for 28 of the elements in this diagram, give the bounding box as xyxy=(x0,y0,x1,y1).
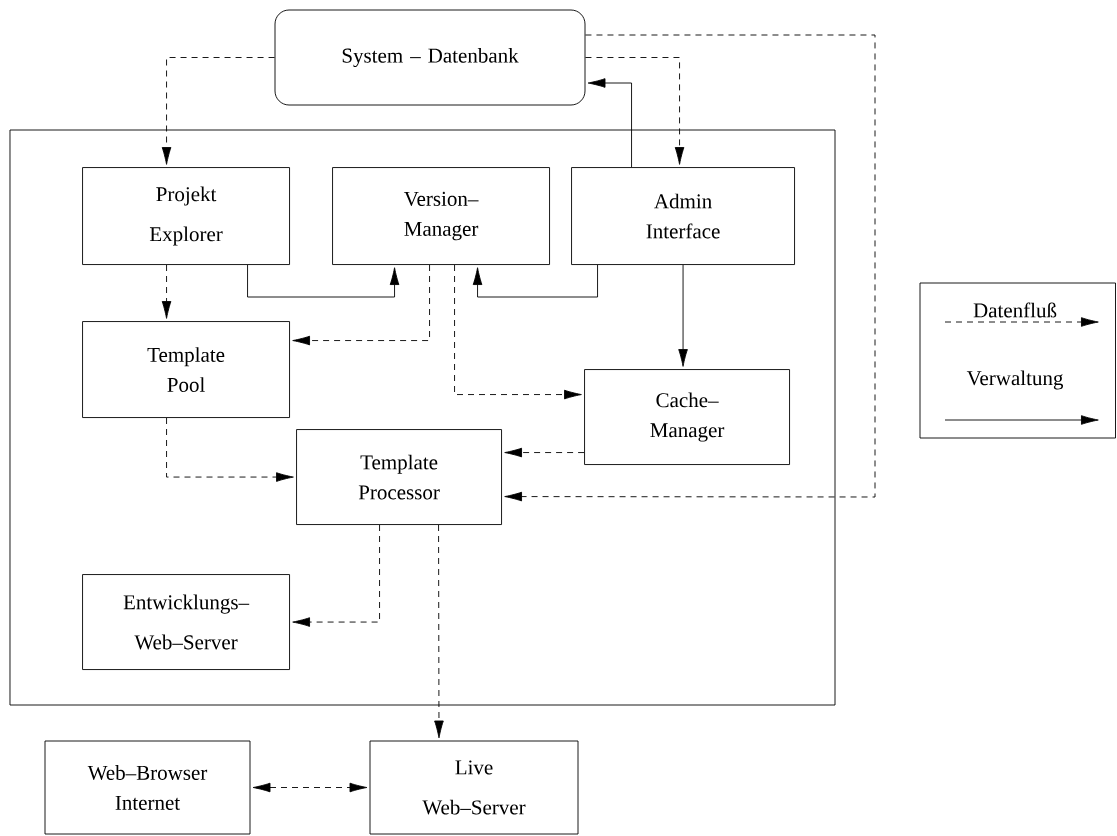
double-arrow xyxy=(252,782,368,793)
process-box: Web–Browser Internet xyxy=(44,740,251,835)
database-box: System – Datenbank xyxy=(274,9,586,106)
process-box: Admin Interface xyxy=(571,167,795,265)
arrow xyxy=(454,264,582,400)
arrow xyxy=(504,447,585,458)
arrow xyxy=(472,264,598,298)
arrow xyxy=(678,264,688,367)
system-frame xyxy=(9,129,836,706)
process-box: Template Pool xyxy=(82,321,290,418)
process-box: Live Web–Server xyxy=(369,740,579,835)
arrow xyxy=(161,57,275,165)
arrow xyxy=(292,524,380,627)
process-box: Template Processor xyxy=(296,429,502,525)
arrow xyxy=(587,78,632,168)
arrow xyxy=(504,34,876,502)
process-box: Projekt Explorer xyxy=(82,167,290,265)
process-box: Entwicklungs– Web–Server xyxy=(82,574,290,670)
process-box: Version– Manager xyxy=(332,167,550,265)
legend-label: Verwaltung xyxy=(966,370,1064,390)
arrow xyxy=(247,264,400,298)
arrow xyxy=(292,264,430,346)
arrow xyxy=(434,524,444,739)
arrow xyxy=(585,57,685,165)
arrow xyxy=(161,264,172,319)
legend-label: Datenfluß xyxy=(973,302,1057,318)
process-box: Cache– Manager xyxy=(584,369,790,465)
arrow xyxy=(166,417,294,482)
